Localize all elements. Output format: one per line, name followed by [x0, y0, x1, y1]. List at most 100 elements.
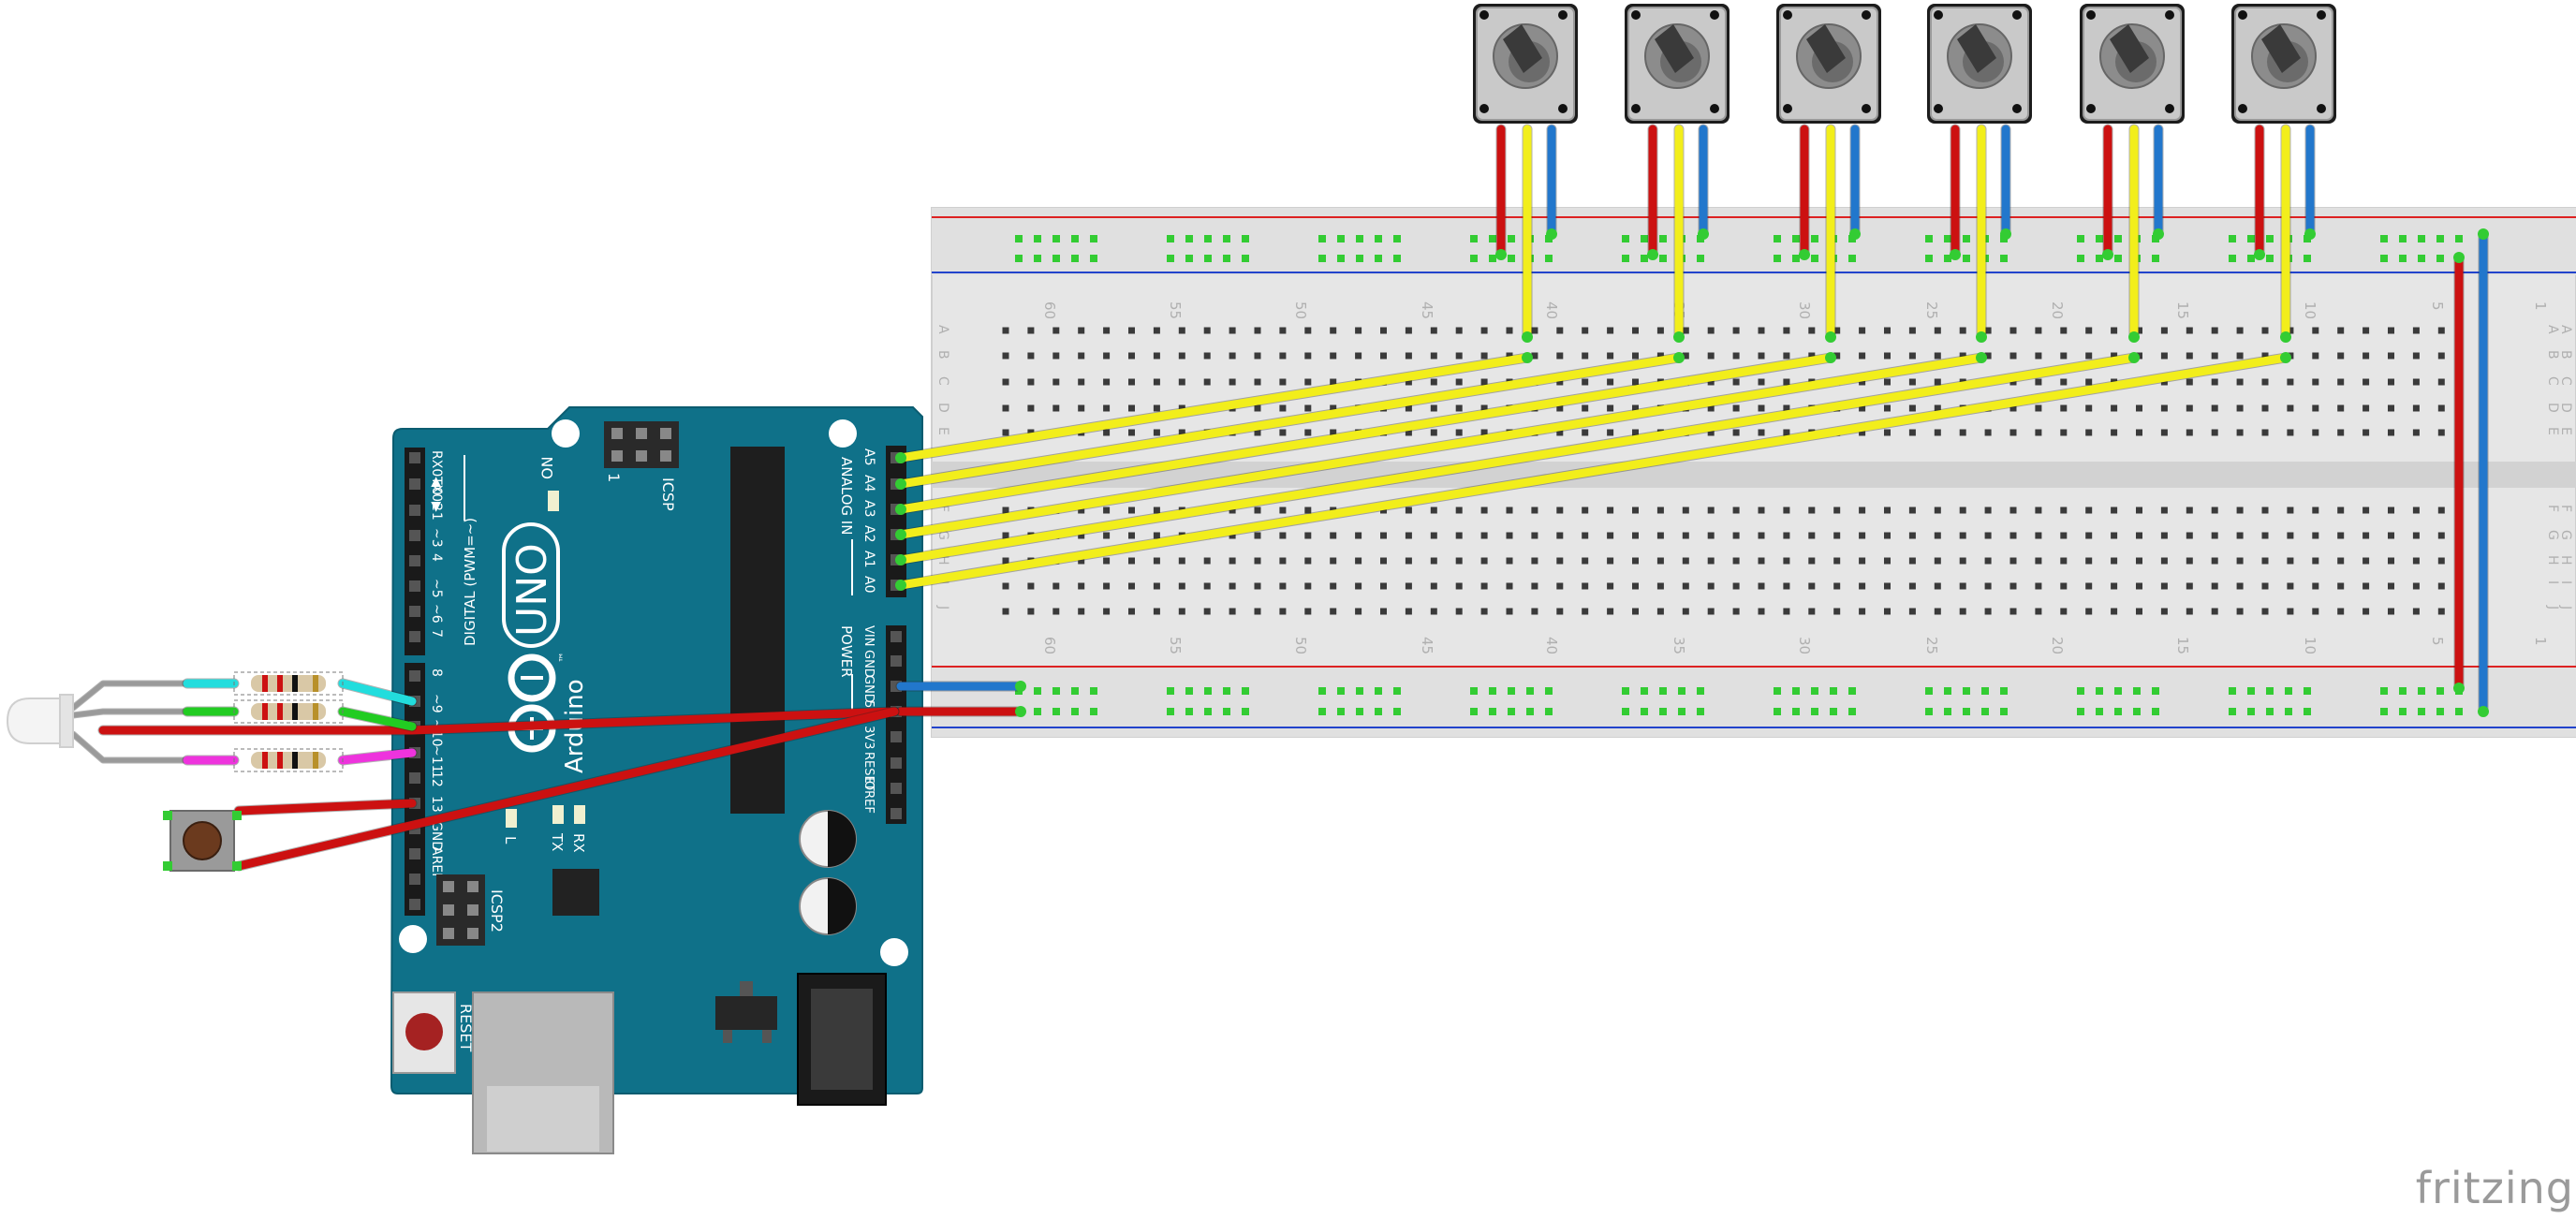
breadboard-hole: [2111, 327, 2118, 334]
row-letter: G: [935, 530, 950, 540]
breadboard-hole: [2160, 352, 2168, 360]
breadboard-hole: [1279, 557, 1287, 565]
row-letter: C: [2558, 376, 2573, 386]
breadboard-hole: [1556, 378, 1564, 386]
breadboard-hole: [2337, 557, 2345, 565]
breadboard-hole: [1380, 327, 1387, 334]
rail-hole: [1015, 255, 1023, 262]
breadboard-hole: [2312, 532, 2319, 539]
rail-hole: [2266, 687, 2274, 695]
wire-yellow-analog: [896, 353, 1835, 514]
breadboard-hole: [2160, 507, 2168, 514]
breadboard-hole: [1405, 557, 1412, 565]
breadboard-hole: [1656, 507, 1664, 514]
breadboard-hole: [1052, 352, 1060, 360]
breadboard-hole: [1884, 582, 1891, 590]
breadboard-hole: [2111, 608, 2118, 615]
breadboard-hole: [1556, 327, 1564, 334]
rail-hole: [1792, 235, 1800, 242]
atmega-chip: [730, 447, 785, 814]
digital-pin-socket: [409, 530, 420, 541]
breadboard-hole: [2261, 404, 2269, 412]
breadboard-hole: [2060, 582, 2068, 590]
reset-button-cap[interactable]: [405, 1013, 443, 1050]
rail-hole: [2000, 255, 2008, 262]
analog-pin-label: A1: [861, 551, 876, 567]
potentiometer: [2080, 4, 2185, 124]
breadboard-hole: [1859, 378, 1866, 386]
breadboard-hole: [2211, 532, 2218, 539]
row-letter: A: [2545, 325, 2560, 334]
rail-hole: [2380, 235, 2388, 242]
digital-pin-label: 12: [429, 771, 444, 787]
breadboard-hole: [1279, 404, 1287, 412]
wire-end: [1976, 352, 1987, 363]
resistor-band: [277, 703, 283, 720]
breadboard-hole: [1808, 507, 1816, 514]
breadboard-hole: [2437, 378, 2445, 386]
reset-button[interactable]: [392, 991, 456, 1074]
power-header-label: POWER: [838, 625, 855, 678]
breadboard-hole: [1884, 429, 1891, 436]
breadboard-hole: [1178, 429, 1185, 436]
breadboard-hole: [1153, 557, 1160, 565]
breadboard-hole: [1908, 557, 1916, 565]
breadboard-hole: [1480, 404, 1488, 412]
breadboard-hole: [1908, 582, 1916, 590]
breadboard-hole: [2035, 429, 2042, 436]
rail-hole: [1697, 687, 1704, 695]
breadboard-hole: [2261, 429, 2269, 436]
pushbutton-cap[interactable]: [183, 821, 222, 860]
breadboard-hole: [1430, 352, 1437, 360]
breadboard-hole: [1783, 582, 1790, 590]
pushbutton[interactable]: [163, 810, 242, 872]
rail-hole: [1963, 255, 1970, 262]
digital-pin-label: 7: [429, 629, 444, 638]
breadboard-hole: [2211, 507, 2218, 514]
rail-hole: [1052, 255, 1060, 262]
breadboard-hole: [1506, 352, 1513, 360]
breadboard-hole: [1229, 352, 1236, 360]
breadboard-hole: [1531, 557, 1538, 565]
column-number: 10: [2302, 637, 2318, 654]
digital-pin-socket: [409, 631, 420, 642]
digital-pin-label: 4: [429, 553, 444, 562]
rail-hole: [1489, 687, 1496, 695]
rx-led: [574, 805, 585, 824]
pot-corner: [1934, 104, 1943, 113]
breadboard-hole: [2236, 582, 2244, 590]
breadboard-hole: [1808, 327, 1816, 334]
rail-hole: [1470, 255, 1478, 262]
breadboard-hole: [1908, 378, 1916, 386]
breadboard-hole: [1582, 327, 1589, 334]
rail-hole: [1393, 235, 1401, 242]
breadboard-hole: [1128, 608, 1135, 615]
breadboard-hole: [1455, 378, 1463, 386]
breadboard-hole: [1103, 608, 1111, 615]
breadboard-hole: [1153, 532, 1160, 539]
breadboard-hole: [1682, 608, 1689, 615]
rail-hole: [2077, 687, 2084, 695]
breadboard-hole: [1859, 532, 1866, 539]
rail-hole: [1641, 687, 1648, 695]
breadboard-hole: [2009, 557, 2017, 565]
breadboard-hole: [1732, 557, 1740, 565]
breadboard-hole: [1884, 532, 1891, 539]
breadboard-hole: [1984, 507, 1992, 514]
column-number: 30: [1796, 637, 1813, 654]
breadboard-hole: [2085, 352, 2093, 360]
breadboard-hole: [1078, 404, 1085, 412]
breadboard-hole: [1027, 327, 1035, 334]
breadboard-hole: [2186, 352, 2193, 360]
breadboard-hole: [2363, 378, 2370, 386]
row-letter: F: [935, 505, 950, 512]
breadboard-hole: [1582, 378, 1589, 386]
breadboard-hole: [1430, 532, 1437, 539]
breadboard-hole: [1304, 429, 1312, 436]
breadboard-hole: [1607, 608, 1614, 615]
breadboard-hole: [1707, 557, 1715, 565]
breadboard-hole: [2035, 352, 2042, 360]
breadboard-hole: [1304, 352, 1312, 360]
